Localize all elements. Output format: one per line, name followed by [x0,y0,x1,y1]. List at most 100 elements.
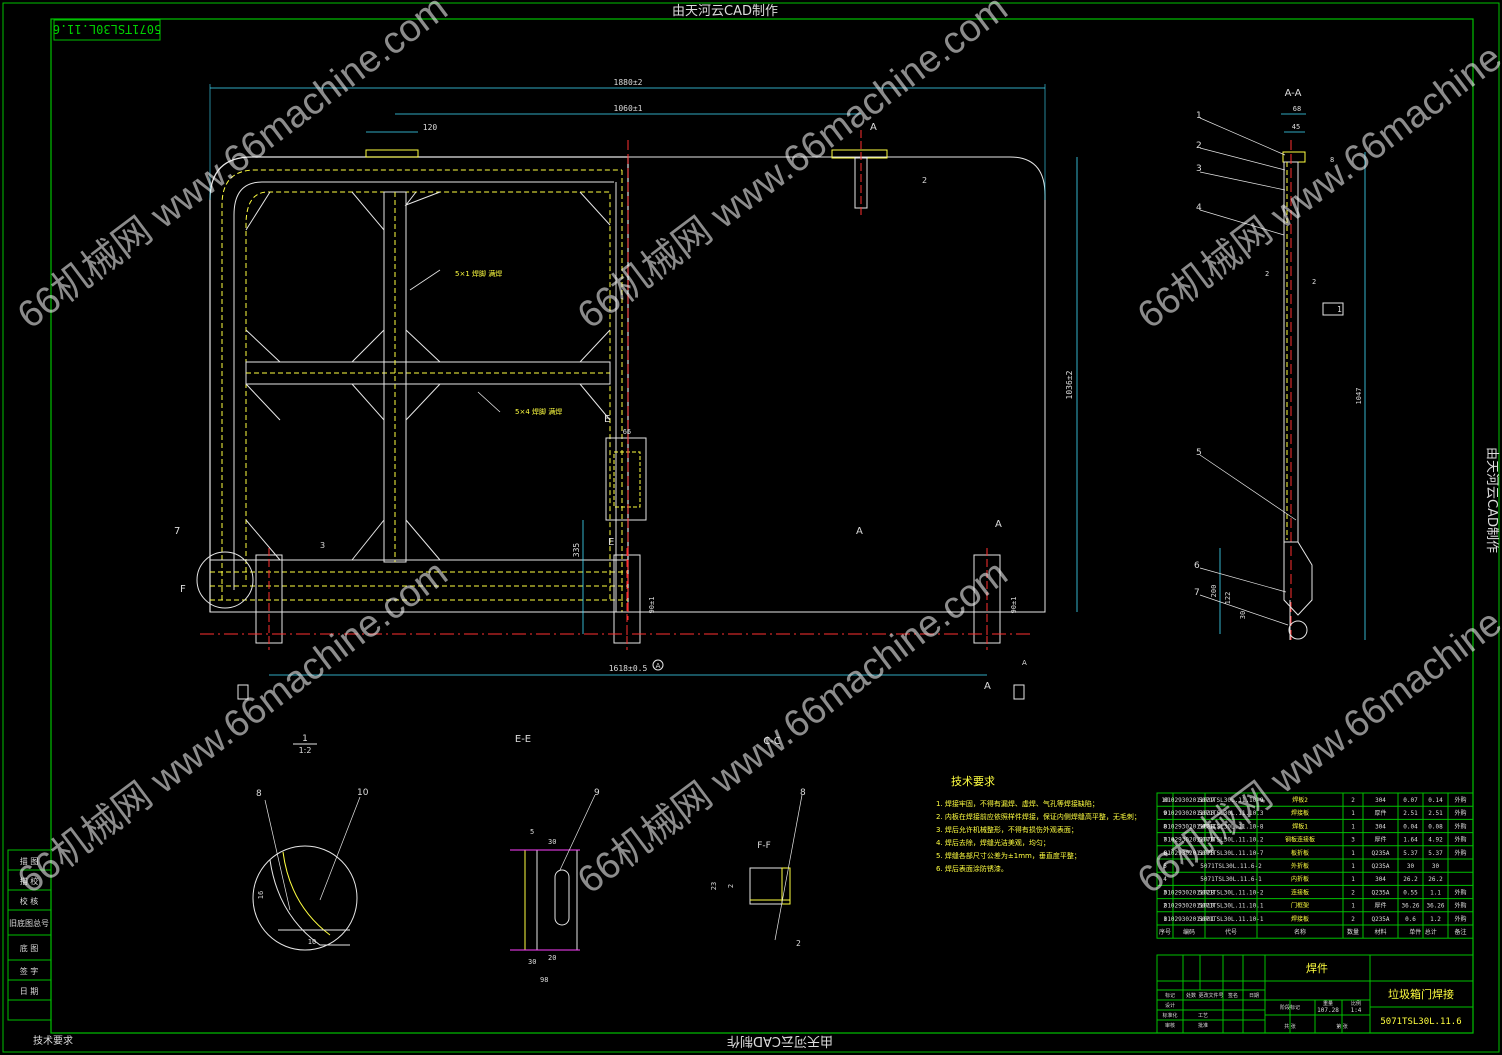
section-a-bottom: A [984,681,991,692]
bom-cell-mat: 厚件 [1374,809,1386,817]
tech-req-item: 5. 焊缝各部尺寸公差为±1mm，垂直度平整； [936,851,1081,860]
ee-dim-c: 30 [528,958,536,966]
tech-req-item: 4. 焊后去除，焊缝光洁美观，均匀； [936,838,1050,847]
bom-cell-w1: 0.04 [1403,823,1418,830]
bom-cell-qty: 2 [1351,797,1355,804]
watermark: 66机械网 www.66machine.com [570,552,1015,902]
side-table-cell: 签 字 [20,966,39,976]
title-small-e: 日期 [1249,993,1259,999]
bom-cell-part: 5071TSL30L.11.10.2 [1198,837,1263,844]
bom-header-part: 代号 [1225,928,1237,936]
bom-cell-code: 01029302011070 [1164,850,1215,857]
aa-flatness: 1 [1337,305,1342,314]
title-small-j: 第 张 [1336,1023,1348,1030]
section-aa-title: A-A [1285,88,1302,99]
cc-weld: 2 [796,939,801,948]
bom-cell-mat: Q235A [1371,850,1389,857]
bom-cell-w2: 5.37 [1428,850,1443,857]
title-weight: 107.28 [1317,1007,1339,1014]
dim-pitch: 1618±0.5 [609,664,648,673]
cc-dim-t: 2 [727,884,735,888]
left-side-table: 描 图 描 校 校 核 旧底图总号 底 图 签 字 日 期 技术要求 [7,849,73,1047]
title-small-i: 共 张 [1284,1023,1296,1030]
bom-cell-name: 门框架 [1291,902,1309,910]
bom-cell-note: 外购 [1454,915,1466,923]
watermark: 66机械网 www.66machine.com [1130,0,1502,337]
frame-title-right: 由天河云CAD制作 [1484,447,1499,553]
bom-cell-w2: 1.2 [1430,916,1441,923]
bom-cell-part: 5071TSL30L.11.6-2 [1200,863,1262,870]
bom-cell-no: 10 [1161,797,1169,804]
aa-dim-height: 1047 [1355,388,1363,405]
bom-cell-name: 连接板 [1291,888,1309,896]
bom-cell-mat: Q235A [1371,863,1389,870]
aa-dim-d1: 200 [1210,585,1218,598]
section-aa: A-A 68 45 1047 200 122 30 2 2 8 1 1 2 3 … [1194,88,1366,640]
bom-cell-part: 5071TSL30L.11.10-1 [1198,916,1263,923]
section-ee: E-E 9 5 30 30 98 20 [510,734,600,984]
bom-cell-note: 外购 [1454,888,1466,896]
bom-cell-part: 5071TSL30L.11.10-2 [1198,889,1263,896]
section-e-2: E [608,537,614,548]
bom-cell-w1: 30 [1407,863,1415,870]
bom-cell-qty: 1 [1351,810,1355,817]
title-drawing-no: 5071TSL30L.11.6 [1380,1017,1461,1027]
dim-inner-width: 1060±1 [614,104,643,113]
bom-cell-qty: 2 [1351,889,1355,896]
dim-small: 65 [623,428,631,436]
bom-cell-no: 8 [1163,823,1167,830]
section-a-mid: A [856,526,863,537]
section-ee-title: E-E [515,734,531,745]
aa-balloon: 6 [1194,561,1200,571]
bottom-left-label: 技术要求 [33,1034,73,1047]
bom-cell-name: 板折板 [1291,849,1309,857]
bom-cell-part: 5071TSL30L.11.10-7 [1198,850,1263,857]
dim-height: 1036±2 [1065,370,1074,399]
side-table-cell: 日 期 [20,987,39,996]
detail-1-scale: 1:2 [299,746,312,755]
bom-cell-part: 5071TSL30L.11.6-1 [1200,876,1262,883]
bom-cell-no: 5 [1163,863,1167,870]
bom-cell-mat: Q235A [1371,916,1389,923]
section-a-right: A [995,519,1002,530]
detail-1-balloon-a: 8 [256,789,262,799]
datum-a-2: A [1022,659,1027,667]
bom-cell-no: 6 [1163,850,1167,857]
ee-dim-b: 30 [548,838,556,846]
bom-cell-code: 01029302011030 [1164,810,1215,817]
aa-dim-w2: 45 [1292,123,1300,131]
watermark: 66机械网 www.66machine.com [1130,552,1502,902]
bom-cell-w1: 26.2 [1403,876,1418,883]
aa-dim-w1: 68 [1293,105,1301,113]
section-ee-balloon: 9 [594,788,600,798]
title-block: 焊件 垃圾箱门焊接 5071TSL30L.11.6 107.28 1:4 标记 … [1156,954,1474,1034]
bom-cell-note: 外购 [1454,902,1466,910]
aa-balloon: 1 [1196,111,1202,121]
bom-cell-code: 01029302011028 [1164,889,1215,896]
weld-note-1: 5×1 焊脚 满焊 [455,269,502,278]
title-left-label: 设计 [1165,1002,1175,1009]
title-left-label: 工艺 [1198,1013,1208,1019]
bom-cell-mat: 304 [1375,876,1386,883]
dim-side: 335 [572,543,581,558]
bom-cell-part: 5071TSL30L.11.10-9 [1198,797,1263,804]
aa-dim-gap: 2 [1265,270,1269,278]
detail-callout: 7 [174,526,180,537]
dim-overall-width: 1880±2 [614,78,643,87]
title-scale: 1:4 [1351,1007,1362,1014]
weld-note-2: 5×4 焊脚 满焊 [515,407,562,416]
bom-cell-code: 01029302011039 [1164,797,1215,804]
bom-header-no: 序号 [1159,928,1171,936]
tech-req-title: 技术要求 [951,775,995,788]
bom-cell-note: 外购 [1454,849,1466,857]
weld-symbol: 2 [922,176,927,185]
bom-cell-code: 01029302011001 [1164,916,1215,923]
aa-balloon: 4 [1196,203,1202,213]
drawing-no-mirrored: 5071TSL30L.11.6 [53,22,161,36]
bom-cell-w1: 0.07 [1403,797,1418,804]
bom-cell-mat: 厚件 [1374,902,1386,910]
title-name: 垃圾箱门焊接 [1388,987,1454,1001]
weld-symbol-2: 3 [320,541,325,550]
